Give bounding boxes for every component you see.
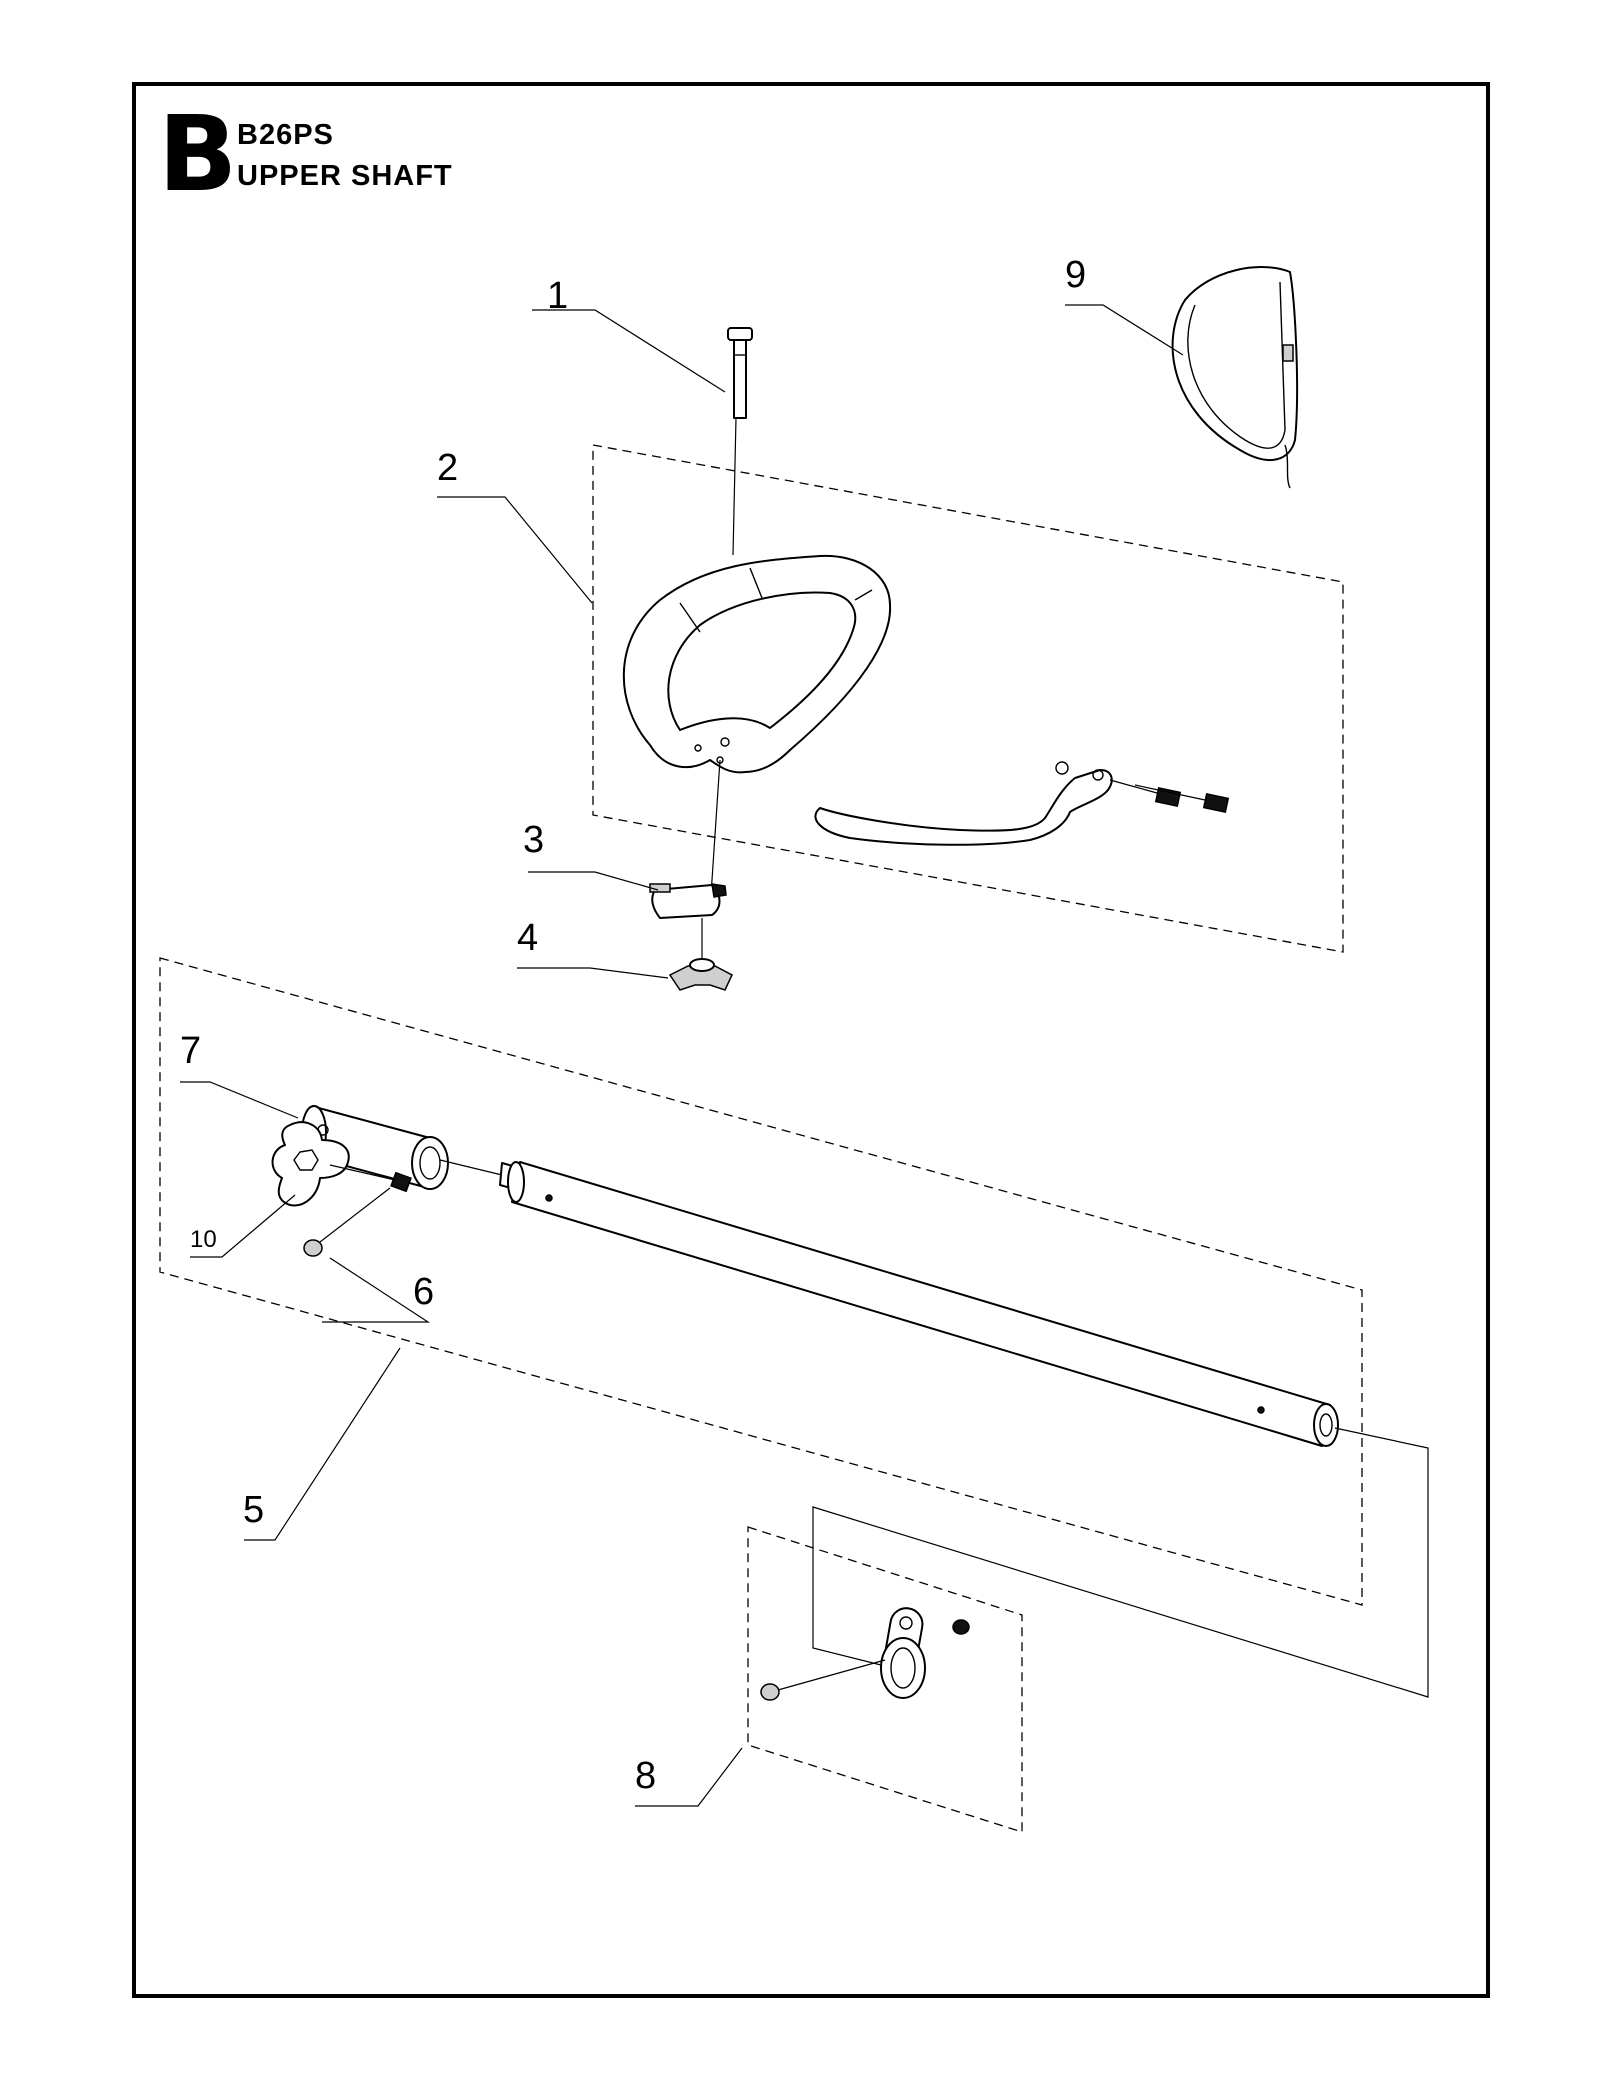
callout-10: 10 [190, 1226, 217, 1253]
callout-9: 9 [1065, 254, 1086, 296]
callout-4: 4 [517, 917, 538, 959]
knob-part [271, 1121, 350, 1207]
page-frame [132, 82, 1490, 1998]
model-label: B26PS [237, 119, 334, 151]
clamp-part [649, 883, 727, 919]
handle-group-box [592, 444, 1344, 953]
shaft-tube-part [439, 1159, 1339, 1447]
callout-1: 1 [547, 275, 568, 317]
shaft-clamp-part [760, 1607, 970, 1701]
handle-screws [1109, 779, 1230, 814]
wing-nut-part [668, 958, 733, 991]
shaft-group-box [159, 957, 1363, 1606]
callout-5: 5 [243, 1489, 264, 1531]
callout-7: 7 [180, 1030, 201, 1072]
loop-handle-part [622, 554, 892, 774]
callout-8: 8 [635, 1755, 656, 1797]
screw-part [303, 1187, 391, 1257]
callout-3: 3 [523, 819, 544, 861]
bolt-part [727, 327, 753, 419]
section-letter: B [158, 93, 237, 215]
handle-bracket-part [814, 761, 1113, 846]
page-title: UPPER SHAFT [237, 160, 453, 192]
shaft-to-clamp-line [812, 1427, 1429, 1698]
callout-2: 2 [437, 447, 458, 489]
leader-lines [180, 304, 1184, 1807]
harness-part [1171, 266, 1299, 489]
callout-6: 6 [413, 1271, 434, 1313]
